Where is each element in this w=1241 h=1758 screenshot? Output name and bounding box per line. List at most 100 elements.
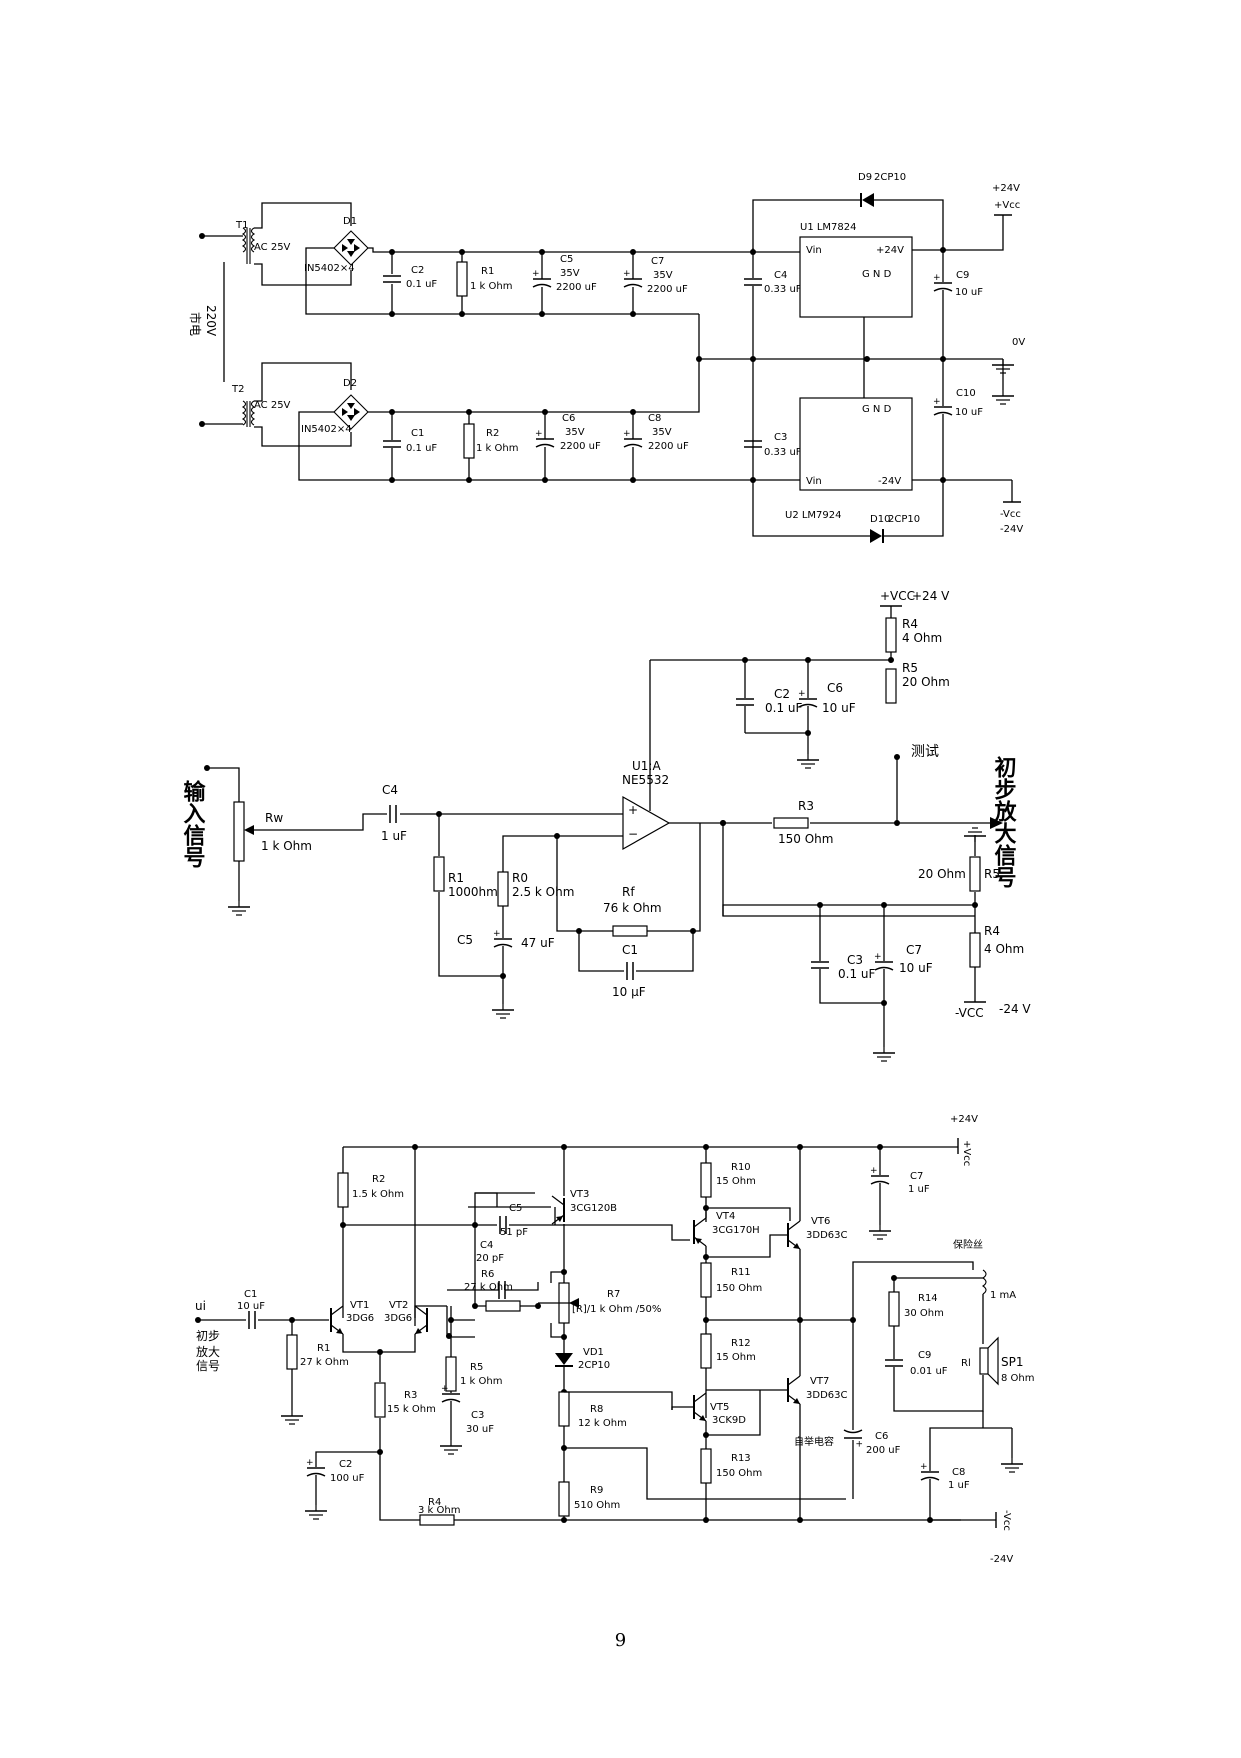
svg-text:U2 LM7924: U2 LM7924 bbox=[785, 510, 842, 521]
preamp-schematic: +VCC +24 V R4 4 Ohm R5 20 Ohm C2 0.1 uF … bbox=[180, 589, 1031, 1062]
svg-text:30 uF: 30 uF bbox=[466, 1424, 494, 1435]
svg-text:VT5: VT5 bbox=[710, 1402, 729, 1413]
svg-text:C8: C8 bbox=[648, 413, 661, 424]
svg-text:510 Ohm: 510 Ohm bbox=[574, 1500, 620, 1511]
svg-text:R5: R5 bbox=[470, 1362, 483, 1373]
svg-text:100 uF: 100 uF bbox=[330, 1473, 365, 1484]
svg-text:R9: R9 bbox=[590, 1485, 603, 1496]
supply-pos-vcc-label: +Vcc bbox=[994, 200, 1020, 211]
svg-text:150 Ohm: 150 Ohm bbox=[716, 1283, 762, 1294]
cap-c5: C5 35V 2200 uF bbox=[531, 252, 597, 314]
svg-text:D2: D2 bbox=[343, 378, 357, 389]
svg-text:+: + bbox=[628, 803, 638, 817]
transistor-vt5: VT5 3CK9D bbox=[693, 1392, 746, 1426]
svg-text:10 uF: 10 uF bbox=[955, 287, 983, 298]
svg-text:R14: R14 bbox=[918, 1293, 938, 1304]
svg-text:0.1 uF: 0.1 uF bbox=[406, 443, 437, 454]
svg-text:R1: R1 bbox=[448, 871, 464, 885]
preamp-r5-value: 20 Ohm bbox=[902, 675, 950, 689]
power-supply-schematic: 220V 市电 T1 AC 25V D1 IN5402×4 C2 0.1 uF … bbox=[188, 172, 1025, 543]
svg-text:27 k Ohm: 27 k Ohm bbox=[300, 1357, 349, 1368]
t1-value: AC 25V bbox=[254, 242, 291, 253]
svg-text:C7: C7 bbox=[906, 943, 922, 957]
cap-c1-lower: C1 0.1 uF bbox=[382, 412, 437, 480]
svg-text:VT6: VT6 bbox=[811, 1216, 830, 1227]
mains-voltage-label: 220V bbox=[204, 305, 218, 337]
svg-text:保险丝: 保险丝 bbox=[953, 1238, 983, 1251]
svg-text:T2: T2 bbox=[231, 384, 244, 395]
svg-text:3DD63C: 3DD63C bbox=[806, 1390, 847, 1401]
svg-text:R4: R4 bbox=[428, 1497, 441, 1508]
cap-c6: C6 35V 2200 uF bbox=[534, 412, 601, 480]
svg-text:Vin: Vin bbox=[806, 245, 822, 256]
svg-text:C6: C6 bbox=[562, 413, 575, 424]
svg-text:10 uF: 10 uF bbox=[899, 961, 933, 975]
svg-text:D10: D10 bbox=[870, 514, 890, 525]
svg-text:3DD63C: 3DD63C bbox=[806, 1230, 847, 1241]
svg-text:35V: 35V bbox=[560, 268, 580, 279]
svg-text:C7: C7 bbox=[651, 256, 664, 267]
svg-text:C5: C5 bbox=[509, 1203, 522, 1214]
svg-text:1 uF: 1 uF bbox=[381, 829, 407, 843]
fuse-symbol bbox=[982, 1269, 987, 1295]
cap-c10: C10 10 uF bbox=[932, 388, 983, 418]
preamp-r4-name: R4 bbox=[902, 617, 918, 631]
regulator-u1: U1 LM7824 Vin +24V G N D bbox=[799, 222, 913, 318]
diode-d9: D9 2CP10 bbox=[752, 172, 944, 252]
mains-label: 市电 bbox=[188, 312, 203, 336]
svg-text:C5: C5 bbox=[457, 933, 473, 947]
svg-text:150 Ohm: 150 Ohm bbox=[778, 832, 833, 846]
svg-text:1000hm: 1000hm bbox=[448, 885, 498, 899]
svg-text:[R]/1 k Ohm /50%: [R]/1 k Ohm /50% bbox=[572, 1304, 661, 1315]
svg-text:NE5532: NE5532 bbox=[622, 773, 669, 787]
test-label: 测试 bbox=[911, 744, 939, 760]
svg-text:200 uF: 200 uF bbox=[866, 1445, 901, 1456]
bridge-d1: D1 IN5402×4 bbox=[304, 216, 369, 274]
svg-text:C1: C1 bbox=[411, 428, 424, 439]
transformer-t2: T2 AC 25V bbox=[231, 384, 291, 427]
svg-text:8 Ohm: 8 Ohm bbox=[1001, 1373, 1035, 1384]
svg-text:C9: C9 bbox=[918, 1350, 931, 1361]
supply-zero-label: 0V bbox=[1012, 337, 1025, 348]
svg-text:10 μF: 10 μF bbox=[612, 985, 646, 999]
resistor-r2-lower: R2 1 k Ohm bbox=[463, 412, 518, 480]
preamp-vcc-pos: +VCC bbox=[880, 589, 915, 603]
svg-text:12 k Ohm: 12 k Ohm bbox=[578, 1418, 627, 1429]
svg-text:-VCC: -VCC bbox=[955, 1006, 984, 1020]
diode-d10: D10 2CP10 bbox=[870, 514, 920, 543]
svg-text:0.01 uF: 0.01 uF bbox=[910, 1366, 948, 1377]
svg-text:2200 uF: 2200 uF bbox=[648, 441, 689, 452]
svg-text:VT3: VT3 bbox=[570, 1189, 589, 1200]
svg-text:Rf: Rf bbox=[622, 885, 635, 899]
cap-c8: C8 35V 2200 uF bbox=[622, 412, 689, 480]
svg-text:0.33 uF: 0.33 uF bbox=[764, 447, 802, 458]
svg-text:0.1 uF: 0.1 uF bbox=[406, 279, 437, 290]
svg-text:VD1: VD1 bbox=[583, 1347, 604, 1358]
svg-text:+24V: +24V bbox=[876, 245, 904, 256]
cap-c4: C4 0.33 uF bbox=[743, 252, 802, 480]
svg-text:U1:A: U1:A bbox=[632, 759, 661, 773]
svg-text:R1: R1 bbox=[481, 266, 494, 277]
svg-text:R6: R6 bbox=[481, 1269, 494, 1280]
svg-text:C2: C2 bbox=[411, 265, 424, 276]
svg-text:1 k Ohm: 1 k Ohm bbox=[460, 1376, 502, 1387]
bridge-d2: D2 IN5402×4 bbox=[301, 378, 369, 435]
svg-text:51 pF: 51 pF bbox=[500, 1227, 528, 1238]
potentiometer-r7: R7 [R]/1 k Ohm /50% bbox=[538, 1271, 661, 1353]
svg-text:R13: R13 bbox=[731, 1453, 751, 1464]
transistor-vt3: VT3 3CG120B bbox=[551, 1189, 617, 1225]
svg-text:15 k Ohm: 15 k Ohm bbox=[387, 1404, 436, 1415]
svg-text:自举电容: 自举电容 bbox=[794, 1435, 834, 1448]
regulator-u2: G N D Vin -24V U2 LM7924 bbox=[785, 397, 913, 521]
svg-text:R10: R10 bbox=[731, 1162, 751, 1173]
svg-text:Rl: Rl bbox=[961, 1358, 971, 1369]
svg-text:-24 V: -24 V bbox=[999, 1002, 1031, 1016]
svg-text:Rw: Rw bbox=[265, 811, 283, 825]
svg-text:0.33 uF: 0.33 uF bbox=[764, 284, 802, 295]
cap-c3: C3 0.33 uF bbox=[743, 432, 802, 458]
svg-text:3 k Ohm: 3 k Ohm bbox=[418, 1505, 460, 1516]
potentiometer-rw bbox=[233, 801, 245, 862]
svg-text:1.5 k Ohm: 1.5 k Ohm bbox=[352, 1189, 404, 1200]
svg-text:-24V: -24V bbox=[990, 1554, 1013, 1565]
